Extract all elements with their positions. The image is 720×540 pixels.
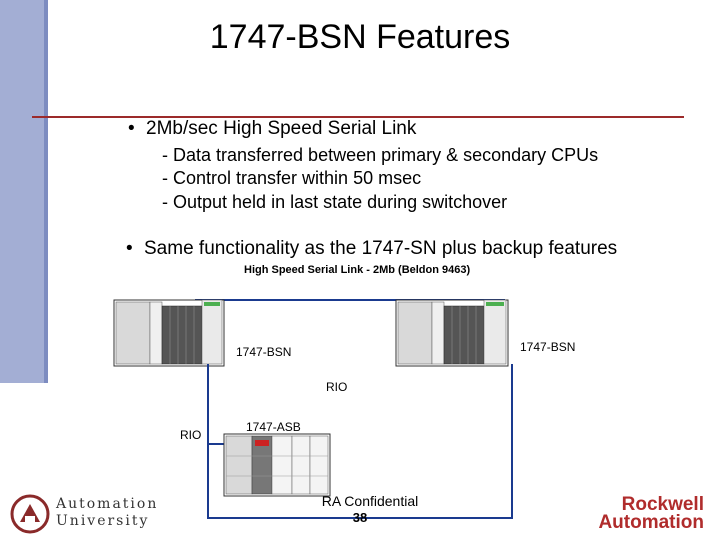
bullet-dot: • — [126, 238, 133, 259]
slide-title: 1747-BSN Features — [209, 18, 511, 56]
confidential-label: RA Confidential — [321, 493, 419, 509]
rockwell-logo-line-2: Automation — [598, 512, 704, 533]
bullet-2-text: Same functionality as the 1747-SN plus b… — [144, 238, 618, 259]
left-accent-bar — [0, 0, 48, 383]
bullet-dot: • — [128, 118, 135, 139]
title-rule — [32, 116, 684, 118]
bullet-1: • 2Mb/sec High Speed Serial Link — [128, 118, 416, 140]
au-line-1: Automation — [56, 496, 159, 512]
left-bsn-label: 1747-BSN — [236, 345, 292, 359]
au-line-2: University — [56, 513, 150, 529]
automation-university-logo — [10, 494, 50, 534]
remote-chassis — [223, 433, 331, 497]
bullet-1-text: 2Mb/sec High Speed Serial Link — [146, 118, 417, 139]
asb-label: 1747-ASB — [246, 420, 301, 434]
link-caption: High Speed Serial Link - 2Mb (Beldon 946… — [244, 264, 471, 276]
sub-item-3: - Output held in last state during switc… — [162, 192, 508, 212]
rockwell-logo-line-1: Rockwell — [621, 494, 704, 515]
rio-center-label: RIO — [326, 380, 348, 394]
left-chassis — [113, 299, 225, 367]
sub-item-1: - Data transferred between primary & sec… — [162, 145, 599, 165]
right-bsn-label: 1747-BSN — [520, 340, 576, 354]
sub-item-2: - Control transfer within 50 msec — [162, 168, 422, 188]
right-chassis — [395, 299, 509, 367]
bullet-2: • Same functionality as the 1747-SN plus … — [126, 238, 617, 260]
rio-network-line — [207, 364, 513, 519]
page-number: 38 — [352, 510, 368, 525]
rio-left-label: RIO — [180, 428, 202, 442]
left-accent-bar-edge — [44, 0, 48, 383]
